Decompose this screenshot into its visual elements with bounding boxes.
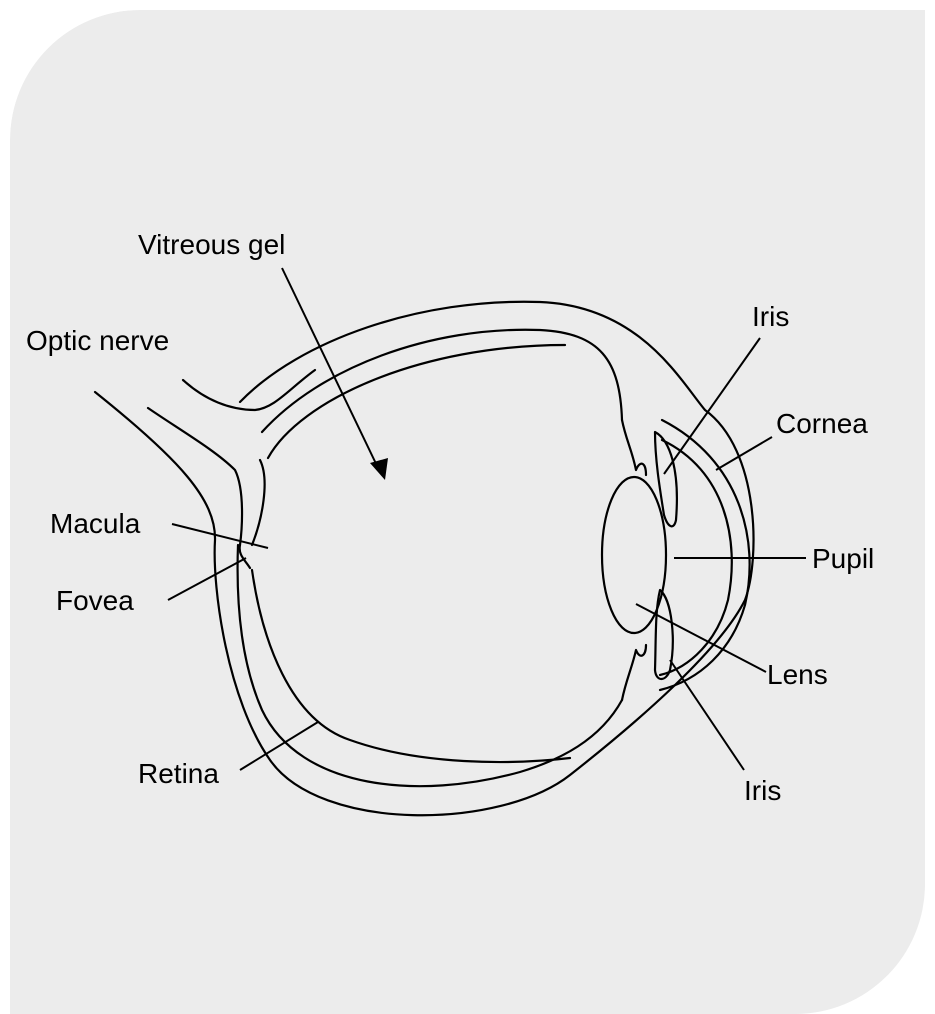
arrowhead-icon	[370, 458, 388, 480]
leader-lines	[168, 268, 806, 770]
sclera-inner-lower	[238, 545, 622, 786]
label-macula: Macula	[50, 508, 141, 539]
sclera-outer	[95, 302, 754, 816]
eye-drawing	[95, 302, 754, 816]
label-optic-nerve: Optic nerve	[26, 325, 169, 356]
leader-macula	[172, 524, 268, 548]
label-retina: Retina	[138, 758, 219, 789]
labels: Vitreous gel Optic nerve Iris Cornea Mac…	[26, 229, 874, 806]
label-pupil: Pupil	[812, 543, 874, 574]
label-fovea: Fovea	[56, 585, 134, 616]
ciliary-lower	[622, 645, 646, 700]
optic-nerve-upper	[183, 370, 315, 410]
ciliary-upper	[622, 420, 646, 475]
leader-iris-bottom	[670, 660, 744, 770]
leader-fovea	[168, 558, 246, 600]
leader-cornea	[716, 437, 772, 470]
label-iris-top: Iris	[752, 301, 789, 332]
iris-lower-shape	[655, 590, 673, 679]
sclera-inner	[262, 330, 622, 432]
retina-upper	[268, 345, 565, 458]
optic-disc	[252, 460, 265, 545]
leader-vitreous-gel	[282, 268, 380, 472]
label-cornea: Cornea	[776, 408, 868, 439]
optic-nerve-lower	[148, 408, 250, 568]
label-vitreous-gel: Vitreous gel	[138, 229, 285, 260]
label-lens: Lens	[767, 659, 828, 690]
label-iris-bottom: Iris	[744, 775, 781, 806]
